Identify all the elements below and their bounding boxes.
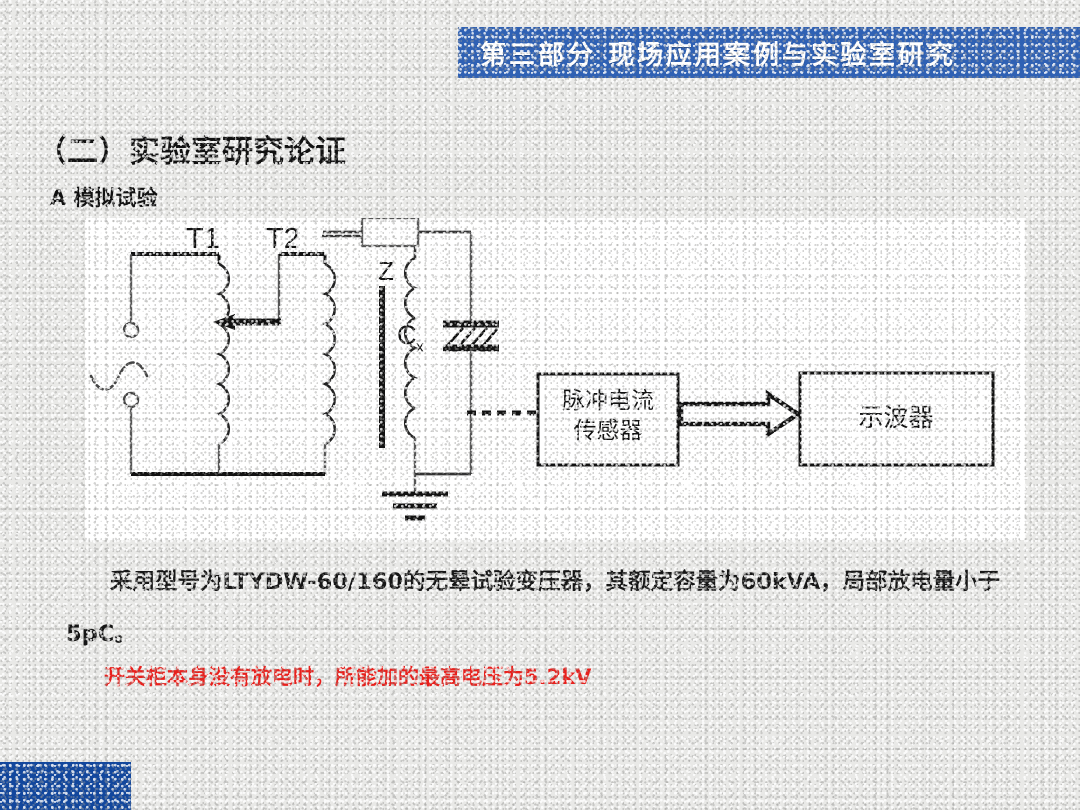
footer-accent-block — [0, 762, 131, 810]
subsection-title: A 模拟试验 — [50, 186, 158, 210]
oscilloscope-label: 示波器 — [858, 403, 933, 432]
terminal-bottom — [122, 391, 140, 409]
t1-winding — [215, 262, 231, 446]
header-banner-title: 第三部分 现场应用案例与实验室研究 — [480, 40, 957, 70]
label-t2: T2 — [266, 223, 300, 255]
ground-icon — [382, 491, 448, 521]
circuit-diagram-panel: 脉冲电流 传感器 示波器 T1 T2 Z C x — [85, 218, 1025, 540]
label-capacitor: C — [397, 320, 417, 350]
label-t1: T1 — [186, 223, 220, 255]
block-arrow-icon — [678, 389, 803, 439]
capacitor-cx-icon — [443, 320, 499, 352]
page-title: （二）实验室研究论证 — [36, 134, 346, 170]
pulse-current-sensor-box — [536, 372, 680, 467]
ac-source-icon — [89, 361, 149, 391]
t2-secondary-winding — [403, 256, 419, 440]
label-capacitor-subscript: x — [416, 339, 424, 356]
sensor-label-line1: 脉冲电流 — [562, 388, 654, 414]
body-paragraph: 采用型号为LTYDW-60/160的无晕试验变压器，其额定容量为60kVA，局部… — [66, 569, 1001, 647]
circuit-diagram-svg: 脉冲电流 传感器 示波器 T1 T2 Z C x — [89, 218, 995, 521]
label-impedance: Z — [378, 256, 394, 286]
t2-primary-winding — [321, 262, 337, 446]
sensor-label-line2: 传感器 — [574, 418, 643, 444]
red-highlight-note: 开关柜本身没有放电时，所能加的最高电压为5.2kV — [104, 665, 592, 689]
oscilloscope-box — [798, 371, 995, 467]
terminal-top — [122, 321, 140, 339]
tap-arrow-icon — [213, 314, 281, 330]
header-banner: 第三部分 现场应用案例与实验室研究 — [458, 27, 1080, 78]
impedance-box — [360, 218, 420, 248]
